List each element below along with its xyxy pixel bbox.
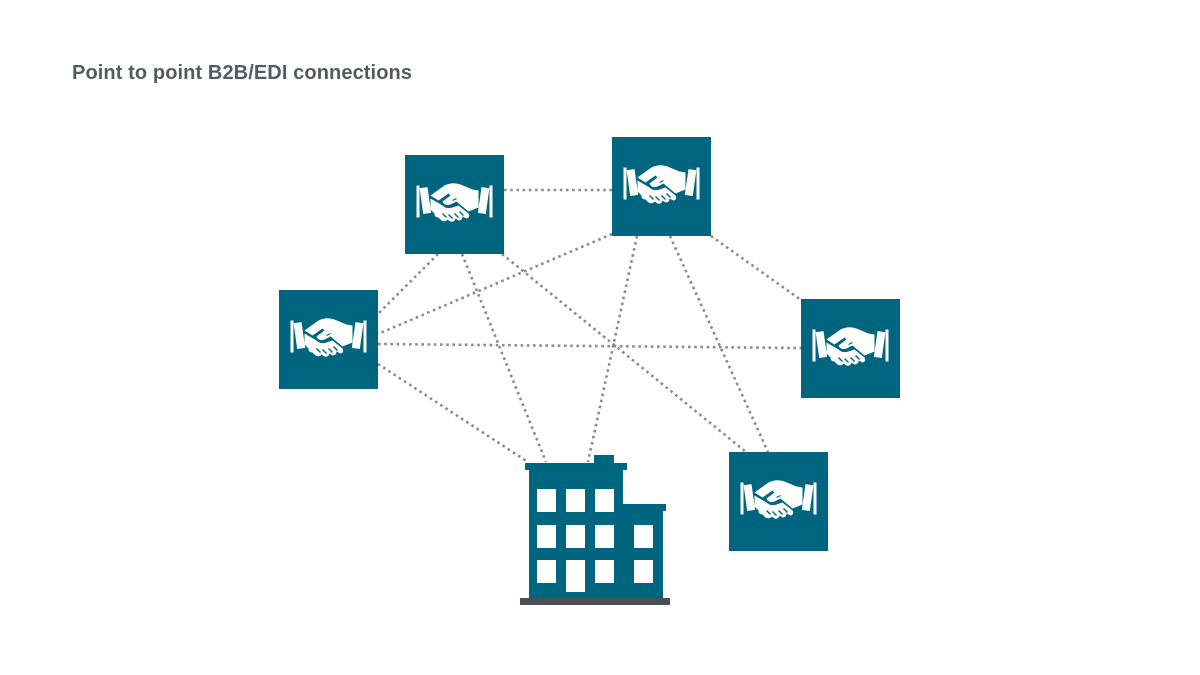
building-annex-roof — [620, 504, 666, 511]
building-window — [634, 560, 653, 583]
partner-top-right-box — [612, 137, 711, 236]
building-window — [595, 489, 614, 512]
building-door — [566, 560, 585, 592]
building-window — [566, 525, 585, 548]
connector-partner-left-to-company — [377, 362, 529, 464]
building-window — [566, 489, 585, 512]
office-building-icon — [520, 455, 670, 605]
partner-right-node — [801, 299, 900, 398]
connector-partner-top-right-to-partner-right — [710, 234, 802, 302]
building-window — [595, 560, 614, 583]
partner-left-box — [279, 290, 378, 389]
connector-partner-top-left-to-partner-bottom-right — [501, 252, 747, 454]
partner-bottom-right-node — [729, 452, 828, 551]
connector-partner-top-right-to-partner-left — [377, 232, 613, 336]
building-base — [520, 598, 670, 605]
building-window — [537, 525, 556, 548]
building-roof — [525, 463, 627, 470]
building-window — [537, 560, 556, 583]
connector-partner-left-to-partner-right — [377, 342, 802, 350]
connector-partner-top-left-to-company — [460, 253, 548, 463]
connector-partner-top-left-to-partner-left — [377, 253, 439, 315]
partner-top-left-node — [405, 155, 504, 254]
connector-partner-top-right-to-company — [586, 235, 639, 463]
building-window — [595, 525, 614, 548]
building-annex — [623, 511, 663, 600]
partner-left-node — [279, 290, 378, 389]
partner-bottom-right-box — [729, 452, 828, 551]
partner-right-box — [801, 299, 900, 398]
partner-top-right-node — [612, 137, 711, 236]
diagram-title: Point to point B2B/EDI connections — [72, 62, 413, 84]
partner-top-left-box — [405, 155, 504, 254]
connector-partner-top-right-to-partner-bottom-right — [668, 235, 770, 453]
building-roof-block — [594, 455, 614, 465]
building-window — [634, 525, 653, 548]
building-window — [537, 489, 556, 512]
